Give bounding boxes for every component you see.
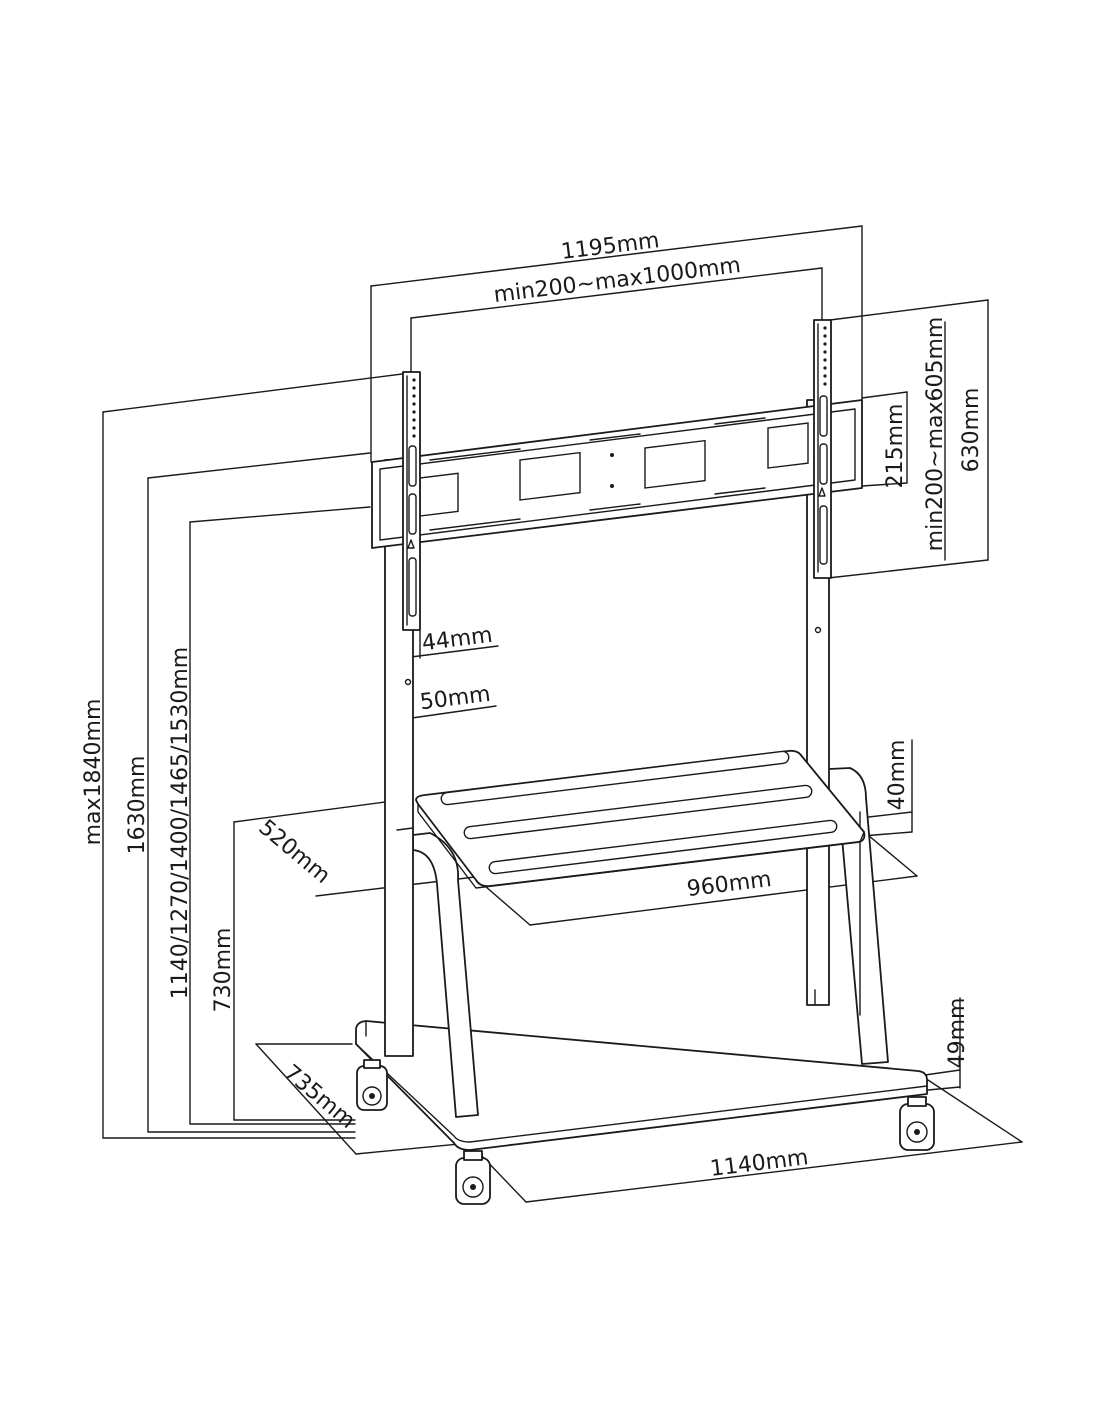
label-height-1630: 1630mm	[125, 756, 150, 855]
label-crossbar-height: 215mm	[883, 404, 908, 489]
label-shelf-width: 960mm	[686, 867, 773, 902]
label-shelf-height: 730mm	[211, 928, 236, 1013]
caster-front-left	[356, 1059, 388, 1111]
label-vesa-height: min200~max605mm	[923, 317, 948, 552]
mounting-crossbar	[371, 399, 863, 549]
label-arm-width: 44mm	[421, 623, 494, 656]
label-shelf-thickness: 40mm	[885, 740, 910, 811]
mounting-arm-right	[813, 319, 832, 579]
label-pole-width: 50mm	[419, 682, 492, 715]
label-vesa-width: min200~max1000mm	[492, 253, 742, 308]
base-platform	[355, 1020, 928, 1151]
label-max-height: max1840mm	[81, 699, 106, 846]
label-height-positions: 1140/1270/1400/1465/1530mm	[168, 647, 193, 999]
label-base-thickness: 49mm	[945, 998, 970, 1069]
label-bracket-height: 630mm	[959, 388, 984, 473]
dimension-lines	[102, 225, 1023, 1203]
label-shelf-depth: 520mm	[254, 815, 335, 889]
caster-front-right	[899, 1096, 935, 1151]
label-base-depth: 735mm	[279, 1060, 360, 1134]
mounting-arm-left	[402, 371, 421, 631]
shelf-tray	[396, 749, 866, 889]
tv-stand	[355, 319, 935, 1205]
label-overall-width: 1195mm	[560, 228, 661, 265]
caster-front-middle	[455, 1150, 491, 1205]
label-base-width: 1140mm	[709, 1145, 810, 1182]
